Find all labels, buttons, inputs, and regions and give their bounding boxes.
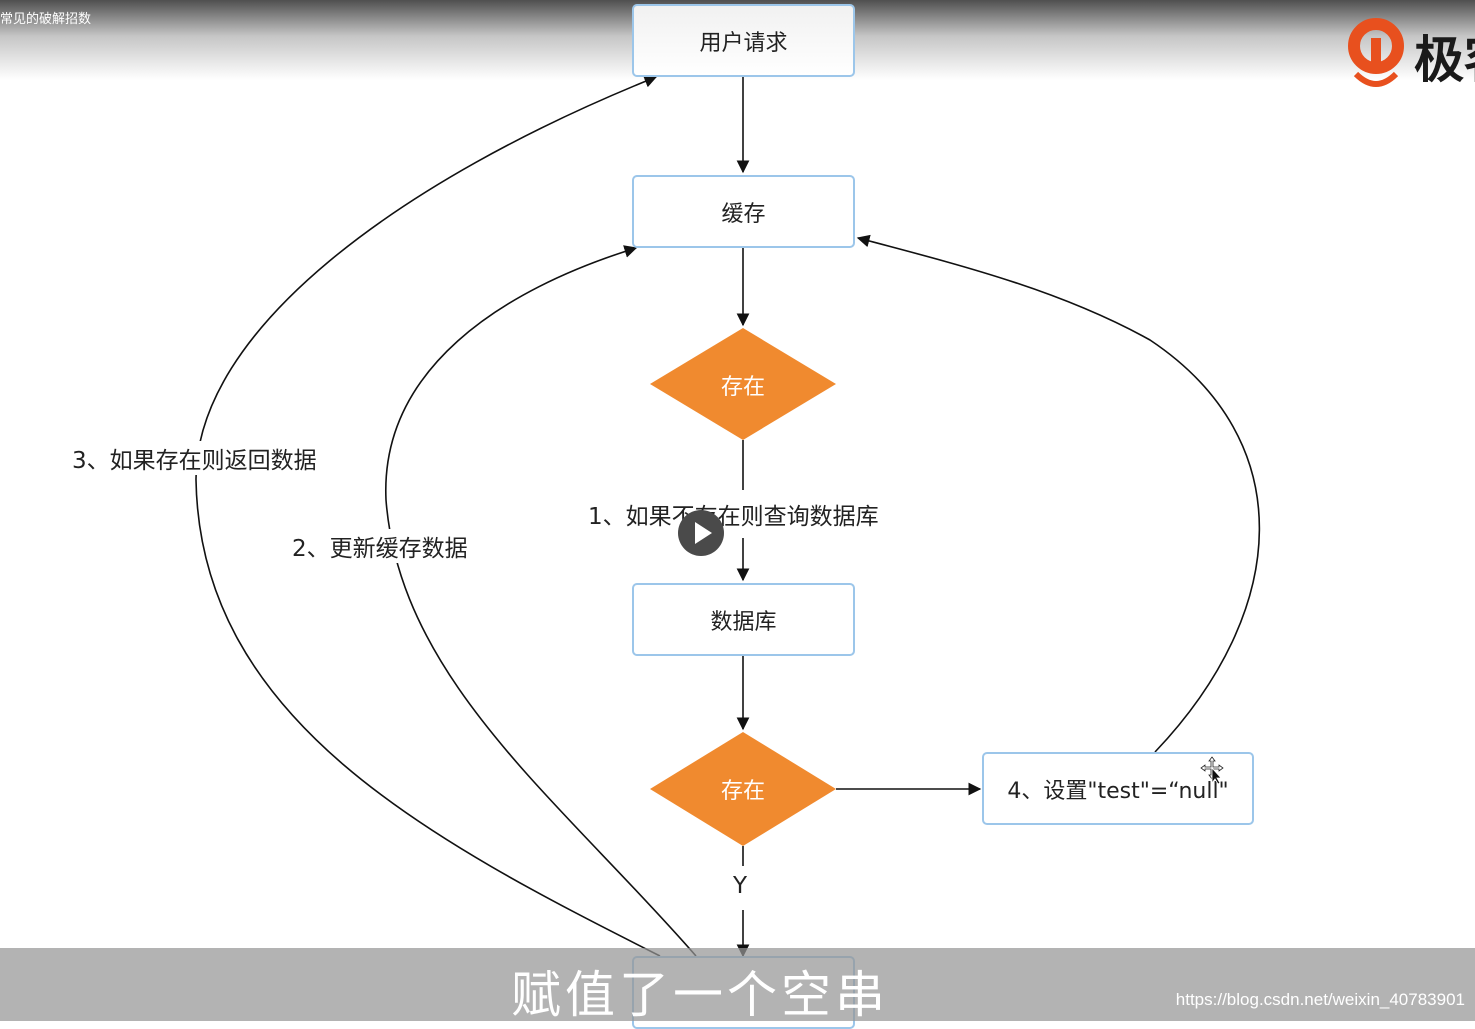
geekbang-logo-icon: [1348, 18, 1404, 87]
video-title: 常见的破解招数: [0, 12, 92, 27]
logo-text: 极客: [1414, 31, 1475, 89]
move-cursor-icon: [1200, 756, 1224, 784]
node-cache: 缓存: [632, 175, 855, 248]
node-database-label: 数据库: [710, 609, 777, 635]
video-subtitle: 赋值了一个空串: [511, 966, 889, 1024]
subtitle-bar: [0, 948, 1475, 1021]
node-exists-1-label: 存在: [720, 375, 765, 400]
watermark: https://blog.csdn.net/weixin_40783901: [1175, 990, 1465, 1009]
edge-label-query-db: 1、如果不存在则查询数据库: [586, 497, 881, 531]
node-cache-label: 缓存: [721, 201, 766, 227]
node-set-null: 4、设置"test"=“null": [982, 752, 1254, 825]
edge-label-yes: Y: [731, 873, 750, 899]
diamond-exists-1: [650, 328, 836, 440]
node-database: 数据库: [632, 583, 855, 656]
node-user-request-label: 用户请求: [699, 30, 788, 56]
edge-update-cache: [385, 245, 697, 957]
node-exists-2-label: 存在: [720, 779, 765, 804]
node-set-null-label: 4、设置"test"=“null": [1007, 778, 1229, 804]
edge-return-data: [195, 75, 661, 957]
edge-label-update-cache: 2、更新缓存数据: [290, 529, 470, 563]
node-user-request: 用户请求: [632, 4, 855, 77]
diamond-exists-2: [650, 732, 836, 846]
edge-setnull-cache: [856, 234, 1261, 753]
edge-label-return-data: 3、如果存在则返回数据: [70, 441, 319, 475]
play-icon[interactable]: [678, 510, 724, 556]
